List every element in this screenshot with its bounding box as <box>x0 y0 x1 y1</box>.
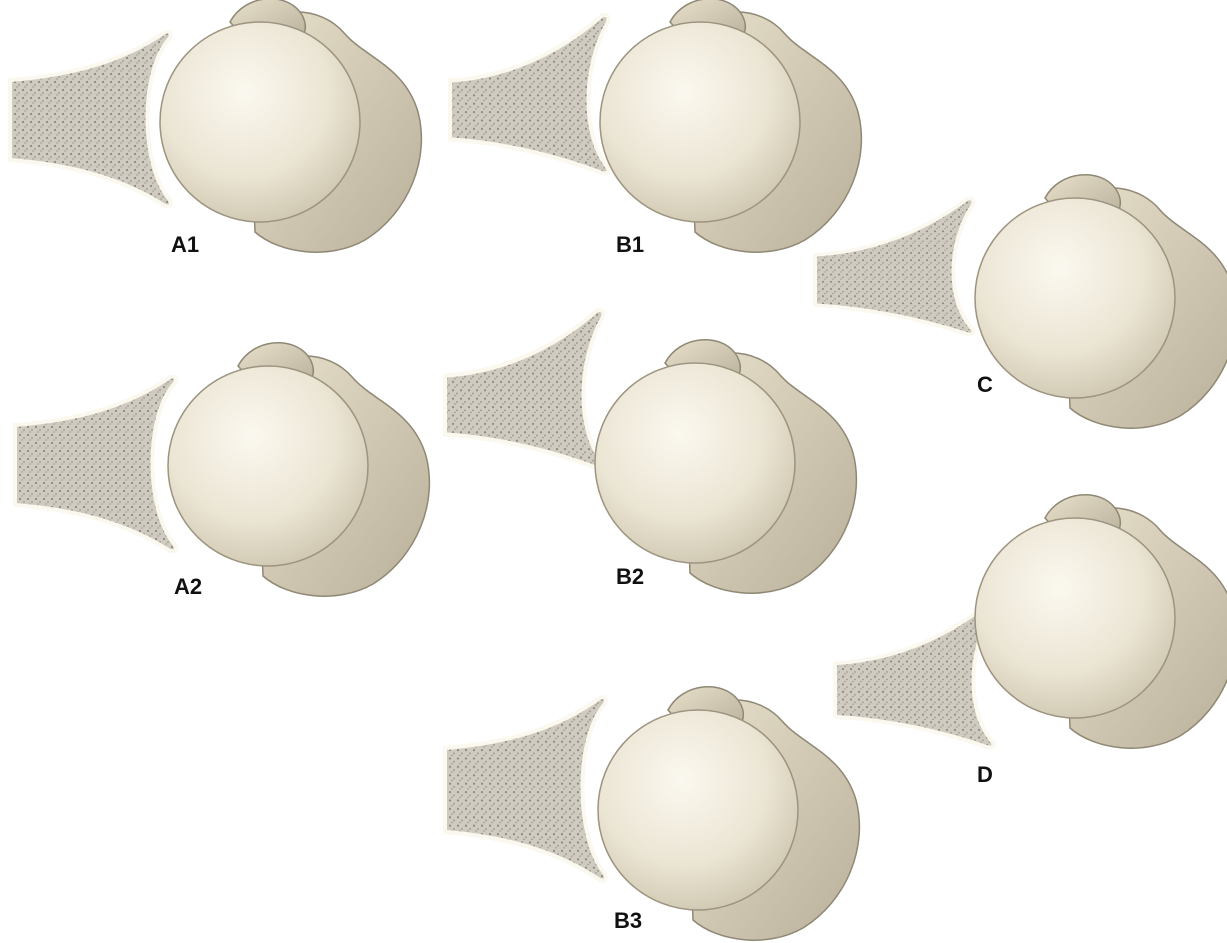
glenoid-d <box>835 604 993 747</box>
glenoid-a1 <box>10 32 171 207</box>
panel-label-b2: B2 <box>616 564 644 589</box>
panel-b3: B3 <box>445 687 859 940</box>
humeral-head-d <box>975 495 1227 748</box>
humeral-head-b1 <box>600 0 861 252</box>
panel-b2: B2 <box>445 310 856 593</box>
panel-b1: B1 <box>450 0 861 257</box>
humeral-head-a1 <box>160 0 421 252</box>
panel-label-d: D <box>977 762 993 787</box>
panel-c: C <box>815 175 1227 428</box>
glenoid-a2 <box>15 377 176 552</box>
panel-d: D <box>835 495 1227 787</box>
glenoid-b3 <box>445 697 606 881</box>
glenoid-b1 <box>450 15 608 173</box>
humeral-head-b3 <box>598 687 859 940</box>
glenoid-c <box>815 199 973 335</box>
humeral-head-b2 <box>595 340 856 593</box>
panel-label-a1: A1 <box>171 232 199 257</box>
glenoid-b2 <box>445 310 603 468</box>
panel-a1: A1 <box>10 0 421 257</box>
panel-a2: A2 <box>15 343 429 599</box>
panel-label-b1: B1 <box>616 232 644 257</box>
panel-label-a2: A2 <box>174 574 202 599</box>
humeral-head-c <box>975 175 1227 428</box>
humeral-head-a2 <box>168 343 429 596</box>
panel-label-b3: B3 <box>614 908 642 933</box>
panel-label-c: C <box>977 372 993 397</box>
